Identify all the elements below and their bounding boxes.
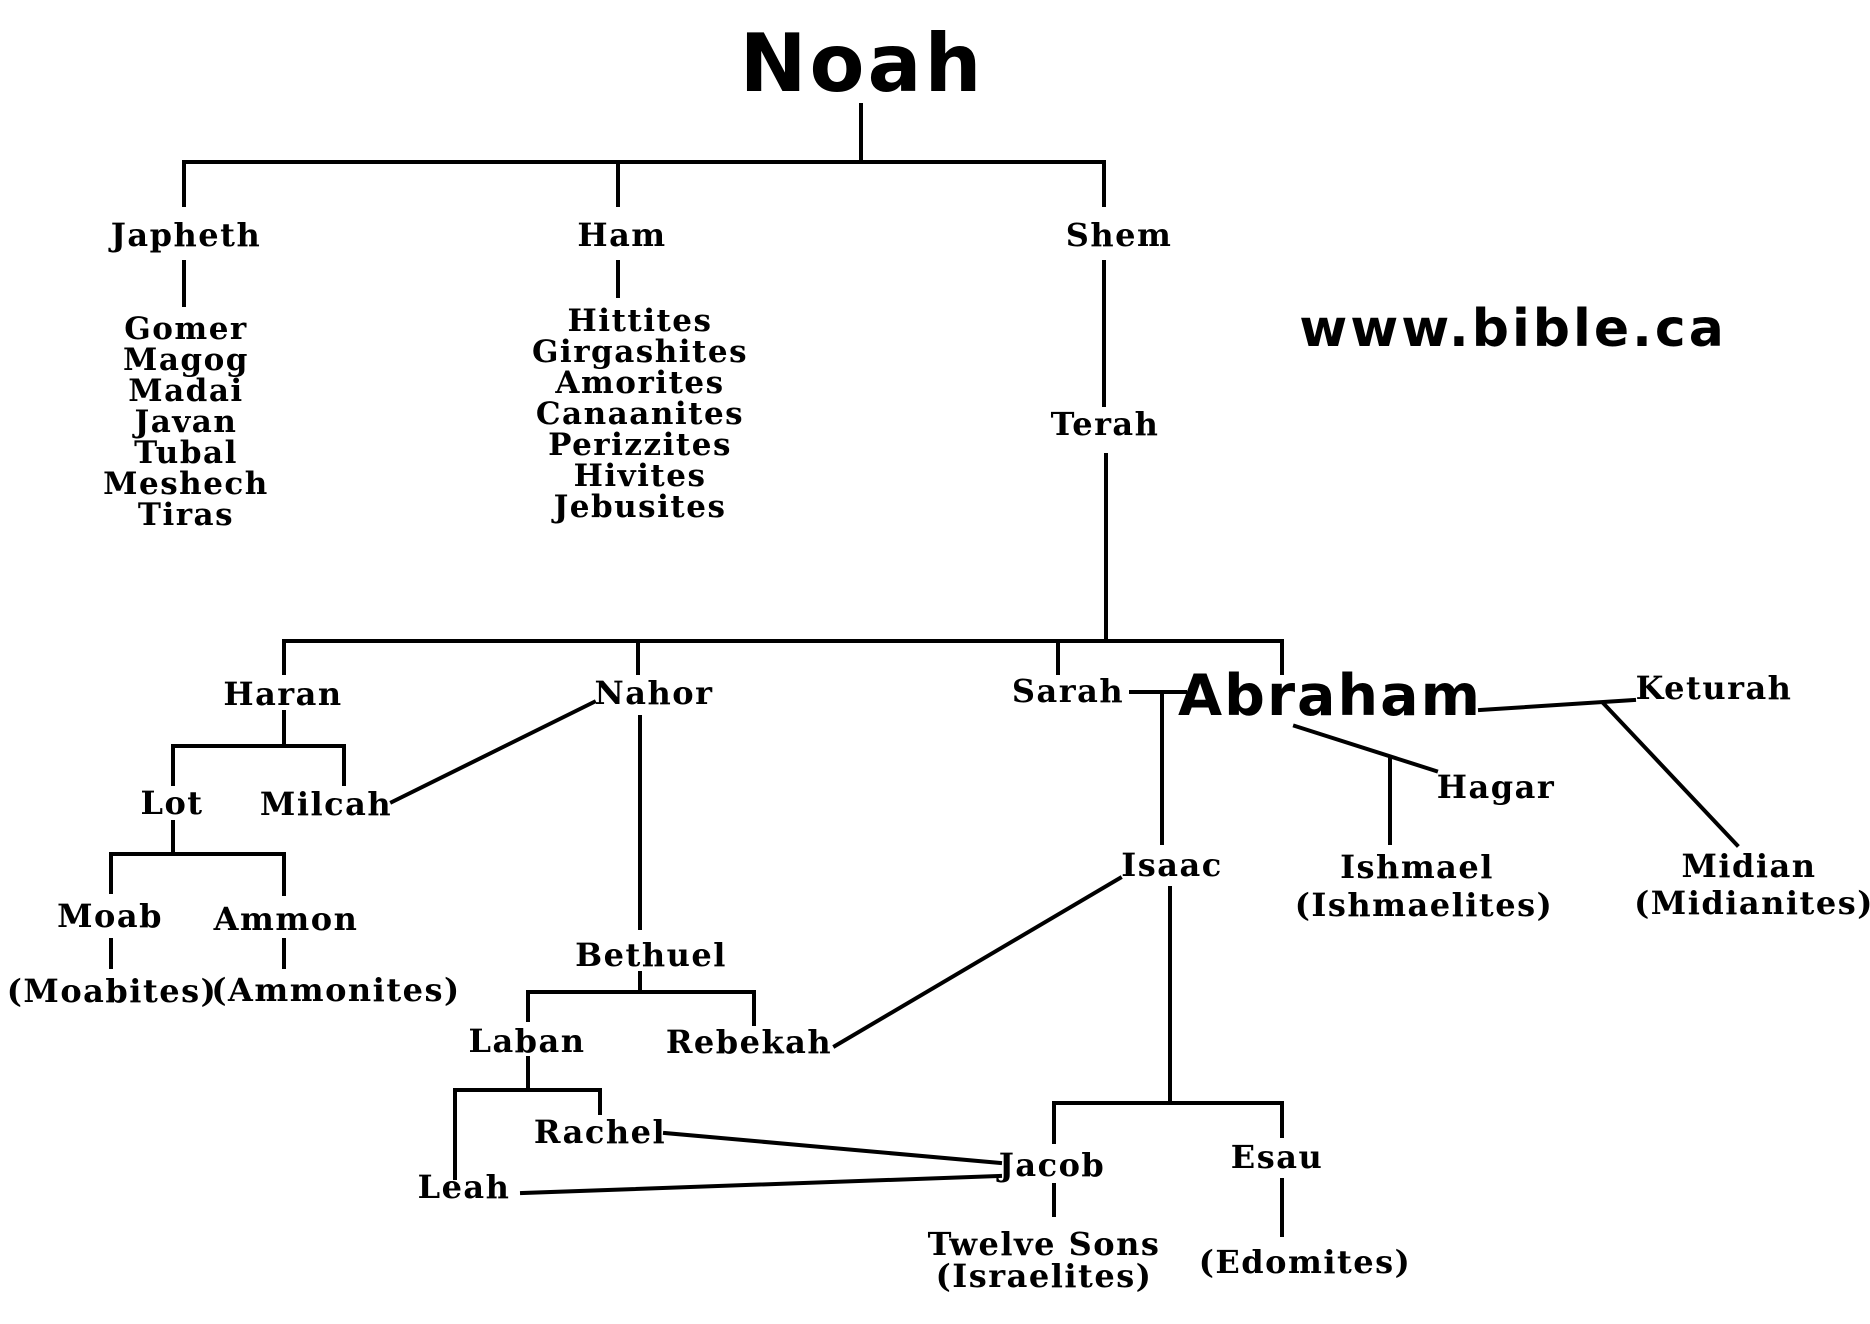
keturah-node: Keturah bbox=[1635, 669, 1793, 707]
ammon-node: Ammon bbox=[213, 900, 359, 938]
edomites-node: (Edomites) bbox=[1198, 1243, 1412, 1281]
connector bbox=[389, 699, 597, 805]
website-label: www.bible.ca bbox=[1299, 299, 1727, 359]
connector bbox=[662, 1130, 1003, 1166]
leah-node: Leah bbox=[417, 1168, 511, 1206]
twelve-sons-node: Twelve Sons bbox=[927, 1225, 1161, 1263]
nahor-node: Nahor bbox=[594, 674, 714, 712]
connector bbox=[1601, 701, 1740, 848]
ishmael-node: Ishmael bbox=[1340, 848, 1494, 886]
moabites-node: (Moabites) bbox=[6, 972, 218, 1010]
list-item: Girgashites bbox=[531, 334, 749, 370]
shem-node: Shem bbox=[1065, 216, 1173, 254]
list-item: Perizzites bbox=[548, 427, 732, 463]
list-item: Tubal bbox=[134, 435, 238, 471]
connector bbox=[1292, 723, 1439, 774]
connector bbox=[1477, 697, 1637, 713]
list-item: Javan bbox=[134, 404, 238, 440]
terah-node: Terah bbox=[1050, 405, 1160, 443]
list-item: Hivites bbox=[573, 458, 707, 494]
isaac-node: Isaac bbox=[1121, 846, 1223, 884]
list-item: Canaanites bbox=[535, 396, 745, 432]
list-item: Hittites bbox=[567, 303, 713, 339]
esau-node: Esau bbox=[1230, 1138, 1324, 1176]
midian-node: Midian bbox=[1681, 847, 1817, 885]
israelites-node: (Israelites) bbox=[935, 1257, 1153, 1295]
noah-title: Noah bbox=[739, 17, 985, 110]
ham-node: Ham bbox=[577, 216, 667, 254]
moab-node: Moab bbox=[57, 897, 163, 935]
list-item: Amorites bbox=[555, 365, 725, 401]
connector bbox=[519, 1173, 1003, 1196]
haran-node: Haran bbox=[223, 675, 343, 713]
rachel-node: Rachel bbox=[533, 1113, 667, 1151]
ishmaelites-node: (Ishmaelites) bbox=[1294, 886, 1554, 924]
abraham-node: Abraham bbox=[1178, 663, 1482, 729]
sarah-node: Sarah bbox=[1011, 672, 1125, 710]
list-item: Madai bbox=[128, 373, 244, 409]
list-item: Meshech bbox=[103, 466, 269, 502]
ham-descendants-list: Hittites Girgashites Amorites Canaanites… bbox=[532, 306, 748, 523]
hagar-node: Hagar bbox=[1436, 768, 1556, 806]
japheth-descendants-list: Gomer Magog Madai Javan Tubal Meshech Ti… bbox=[103, 314, 269, 531]
japheth-node: Japheth bbox=[110, 216, 262, 254]
connector bbox=[832, 875, 1123, 1049]
lot-node: Lot bbox=[140, 784, 204, 822]
list-item: Jebusites bbox=[553, 489, 727, 525]
laban-node: Laban bbox=[468, 1022, 586, 1060]
ammonites-node: (Ammonites) bbox=[211, 971, 461, 1009]
milcah-node: Milcah bbox=[259, 785, 393, 823]
midianites-node: (Midianites) bbox=[1634, 884, 1870, 922]
rebekah-node: Rebekah bbox=[665, 1023, 833, 1061]
list-item: Magog bbox=[123, 342, 249, 378]
list-item: Tiras bbox=[137, 497, 235, 533]
bethuel-node: Bethuel bbox=[575, 936, 727, 974]
jacob-node: Jacob bbox=[998, 1146, 1106, 1184]
list-item: Gomer bbox=[124, 311, 248, 347]
